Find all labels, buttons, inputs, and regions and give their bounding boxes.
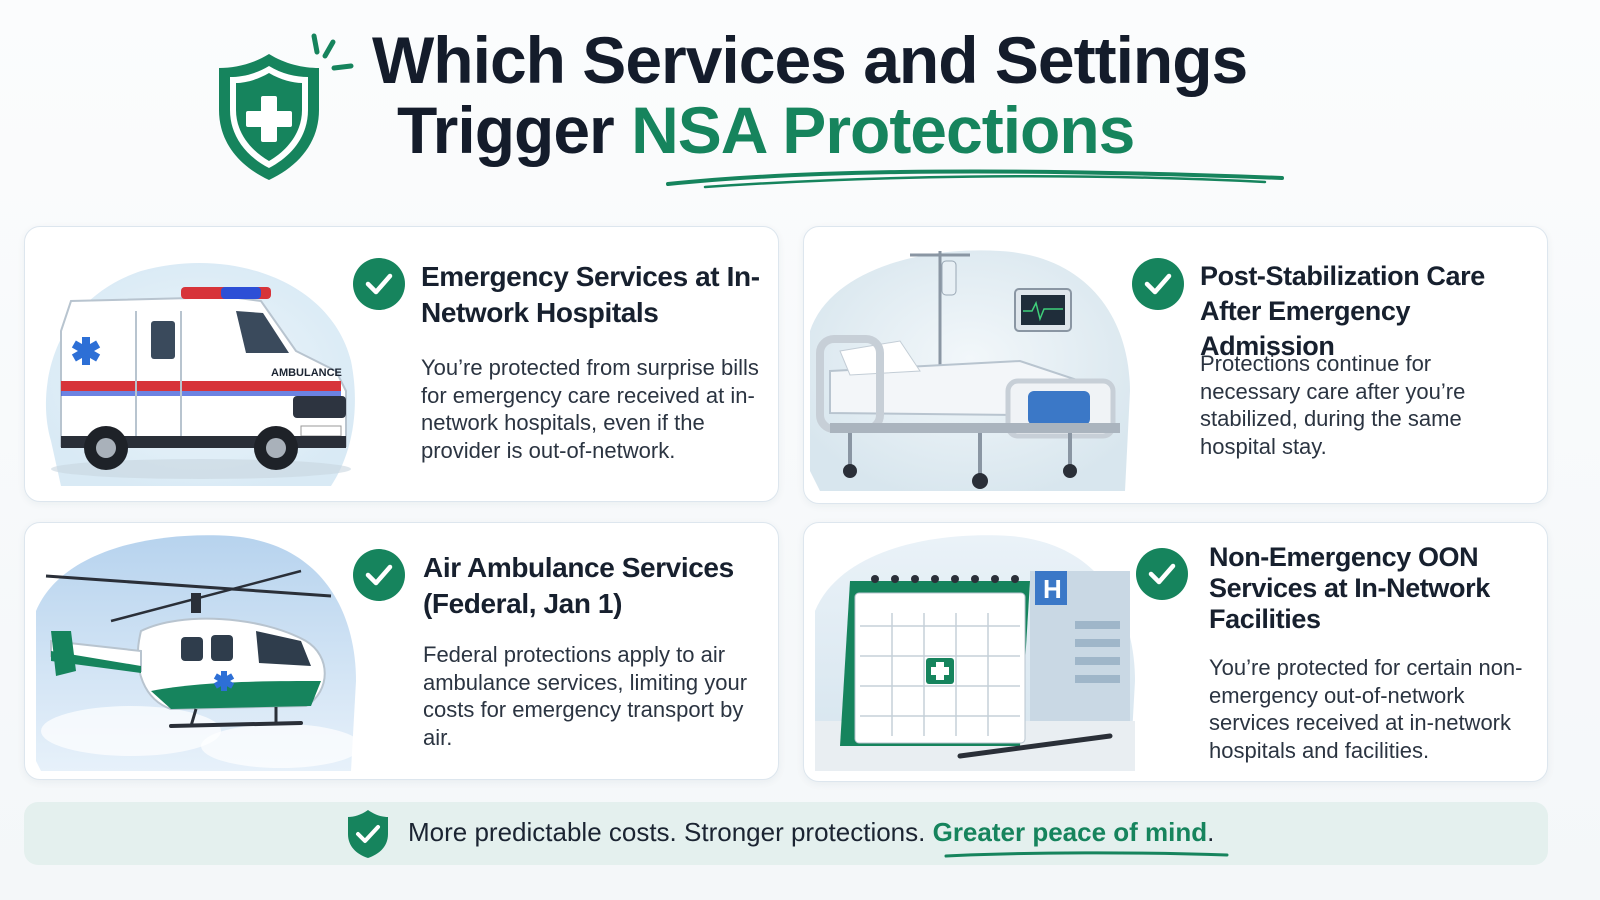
title-underline <box>666 169 1284 189</box>
helicopter-illustration <box>36 535 361 771</box>
card-title: Emergency Services at In-Network Hospita… <box>421 261 760 328</box>
card-title: Air Ambulance Services (Federal, Jan 1) <box>423 552 734 619</box>
card-body: You’re protected from surprise bills for… <box>421 355 759 463</box>
footer-text-accent: Greater peace of mind <box>932 817 1208 847</box>
page-title-line2: Trigger NSA Protections <box>397 92 1135 168</box>
card-air-ambulance: Air Ambulance Services (Federal, Jan 1) … <box>24 522 779 780</box>
title-plain: Trigger <box>397 93 632 167</box>
card-non-emergency-oon: H Non-Emergency OON Service <box>803 522 1548 782</box>
card-body: You’re protected for certain non-emergen… <box>1209 655 1523 763</box>
ambulance-illustration: AMBULANCE <box>45 263 355 486</box>
hospital-bed-illustration <box>810 250 1130 491</box>
card-body: Protections continue for necessary care … <box>1200 351 1466 459</box>
card-title: Non-Emergency OON Services at In-Network… <box>1209 542 1490 634</box>
footer-text: More predictable costs. Stronger protect… <box>408 817 1214 848</box>
check-circle-icon <box>1132 258 1184 310</box>
page-title-line1: Which Services and Settings <box>372 23 1248 97</box>
shield-check-icon <box>348 810 388 858</box>
footer-underline <box>944 851 1229 858</box>
card-emergency-services: AMBULANCE Emergency Services at In-Netwo… <box>24 226 779 502</box>
hospital-sign: H <box>1043 574 1062 604</box>
check-circle-icon <box>353 258 405 310</box>
card-body: Federal protections apply to air ambulan… <box>423 642 748 750</box>
ambulance-label: AMBULANCE <box>271 367 342 379</box>
footer-text-end: . <box>1207 817 1215 847</box>
check-circle-icon <box>1136 548 1188 600</box>
check-circle-icon <box>353 549 405 601</box>
header: Which Services and Settings Trigger NSA … <box>0 0 1600 215</box>
footer-banner: More predictable costs. Stronger protect… <box>24 802 1548 865</box>
shield-plus-icon <box>219 33 354 180</box>
footer-text-plain: More predictable costs. Stronger protect… <box>408 817 933 847</box>
card-title: Post-Stabilization Care After Emergency … <box>1200 261 1485 361</box>
title-accent: NSA Protections <box>631 93 1135 167</box>
card-post-stabilization: Post-Stabilization Care After Emergency … <box>803 226 1548 504</box>
calendar-illustration: H <box>815 535 1135 771</box>
